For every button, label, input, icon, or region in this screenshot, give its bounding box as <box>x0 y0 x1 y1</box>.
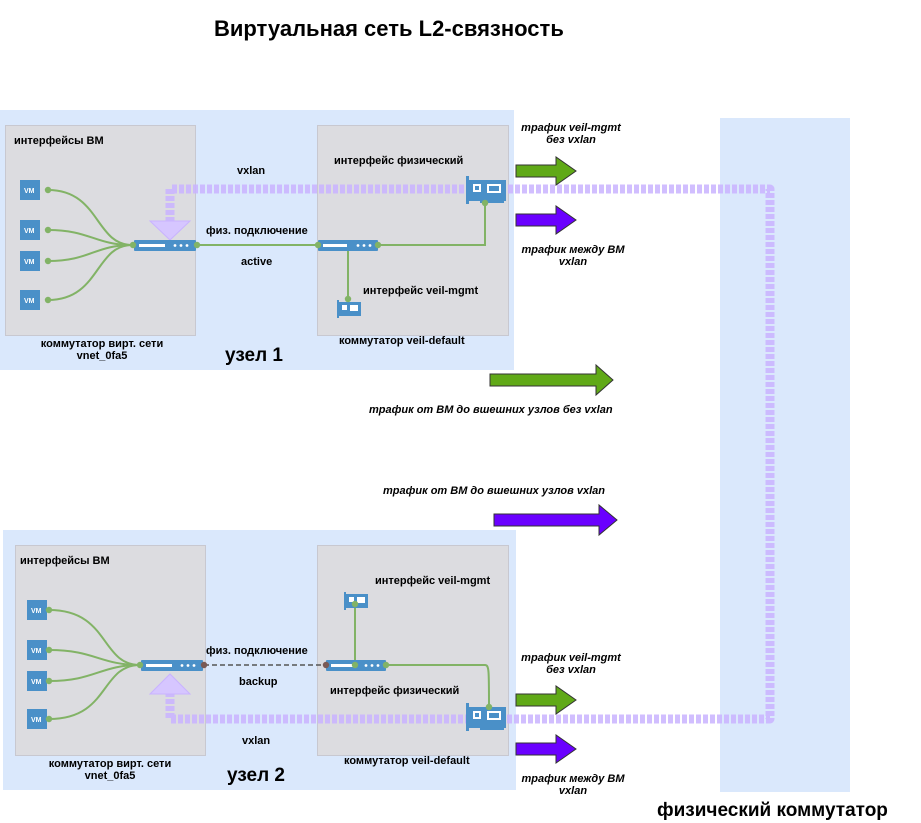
arrow-node1-vm <box>515 205 577 235</box>
node1-links <box>47 189 486 301</box>
node1-status-label: active <box>241 256 273 268</box>
node2-phys-nic-icon <box>466 703 506 731</box>
node1-default-switch-label: коммутатор veil-default <box>339 335 465 347</box>
arrow-node1-mgmt <box>515 156 577 186</box>
svg-text:VM: VM <box>31 717 42 724</box>
node2-vswitch-label-line2: vnet_0fa5 <box>84 770 136 782</box>
traffic-arrows <box>489 156 618 764</box>
traffic-node1-vm-label: трафик между ВМ vxlan <box>513 244 633 268</box>
traffic-node2-mgmt-label: трафик veil-mgmt без vxlan <box>511 652 631 676</box>
traffic-node2-vm-label: трафик между ВМ vxlan <box>513 773 633 797</box>
node1-vswitch-label: коммутатор вирт. сети vnet_0fa5 <box>22 338 182 362</box>
node1-vswitch-label-line2: vnet_0fa5 <box>76 350 128 362</box>
node1-vxlan-label: vxlan <box>237 165 266 177</box>
node1-phys-nic-icon <box>466 176 506 207</box>
vxlan-arrow-node2 <box>148 673 192 695</box>
node2-vm-interfaces-label: интерфейсы ВМ <box>20 555 110 567</box>
traffic-external-vxlan-label: трафик от ВМ до вшешних узлов vxlan <box>383 485 605 497</box>
traffic-node2-vm-line2: vxlan <box>558 785 588 797</box>
node1-vm-ports <box>44 186 52 304</box>
arrow-external-no-vxlan <box>489 363 614 397</box>
node2-vxlan-label: vxlan <box>242 735 271 747</box>
traffic-node1-mgmt-line1: трафик veil-mgmt <box>521 122 621 134</box>
svg-text:VM: VM <box>31 679 42 686</box>
arrow-node2-vm <box>515 734 577 764</box>
node2-phys-interface-label: интерфейс физический <box>330 685 460 697</box>
arrow-node2-mgmt <box>515 685 577 715</box>
node1-phys-interface-label: интерфейс физический <box>334 155 464 167</box>
svg-text:VM: VM <box>24 228 35 235</box>
svg-text:VM: VM <box>24 188 35 195</box>
node1-mgmt-nic-icon <box>337 295 361 318</box>
svg-text:VM: VM <box>24 259 35 266</box>
vxlan-arrow-node1 <box>148 220 192 241</box>
node2-vm-icons: VM VM VM VM <box>27 600 47 729</box>
node2-mgmt-interface-label: интерфейс veil-mgmt <box>375 575 491 587</box>
vxlan-tunnel-path <box>165 184 775 724</box>
node1-name: узел 1 <box>225 345 283 366</box>
node1-mgmt-interface-label: интерфейс veil-mgmt <box>363 285 479 297</box>
traffic-node1-mgmt-line2: без vxlan <box>546 134 596 146</box>
traffic-node2-mgmt-line1: трафик veil-mgmt <box>521 652 621 664</box>
node2-phys-connection-label: физ. подключение <box>206 645 308 657</box>
physical-switch-label: физический коммутатор <box>657 800 888 821</box>
traffic-node2-mgmt-line2: без vxlan <box>546 664 596 676</box>
traffic-node2-vm-line1: трафик между ВМ <box>521 773 625 785</box>
node1-vm-interfaces-label: интерфейсы ВМ <box>14 135 104 147</box>
node2-links <box>48 604 490 720</box>
physical-switch-area <box>720 118 850 792</box>
node2-name: узел 2 <box>227 765 285 786</box>
traffic-node1-vm-line2: vxlan <box>558 256 588 268</box>
node2-vswitch-label-line1: коммутатор вирт. сети <box>48 758 172 770</box>
arrow-external-vxlan <box>493 503 618 537</box>
node2-default-switch-label: коммутатор veil-default <box>344 755 470 767</box>
node2-default-switch-icon <box>322 660 390 671</box>
node2-vswitch-label: коммутатор вирт. сети vnet_0fa5 <box>30 758 190 782</box>
node2-vnet-switch-icon <box>136 660 208 671</box>
traffic-external-no-vxlan-label: трафик от ВМ до вшешних узлов без vxlan <box>369 404 613 416</box>
svg-text:VM: VM <box>31 648 42 655</box>
svg-text:VM: VM <box>24 298 35 305</box>
node1-phys-connection-label: физ. подключение <box>206 225 308 237</box>
svg-text:VM: VM <box>31 608 42 615</box>
node2-status-label: backup <box>239 676 278 688</box>
node2-vm-ports <box>45 606 53 723</box>
node1-vm-icons: VM VM VM VM <box>20 180 40 310</box>
node2-mgmt-nic-icon <box>344 592 368 610</box>
page-title: Виртуальная сеть L2-связность <box>214 16 564 41</box>
node1-default-switch-icon <box>314 240 382 251</box>
node1-vswitch-label-line1: коммутатор вирт. сети <box>40 338 164 350</box>
traffic-node1-mgmt-label: трафик veil-mgmt без vxlan <box>511 122 631 146</box>
traffic-node1-vm-line1: трафик между ВМ <box>521 244 625 256</box>
node1-vnet-switch-icon <box>129 240 201 251</box>
